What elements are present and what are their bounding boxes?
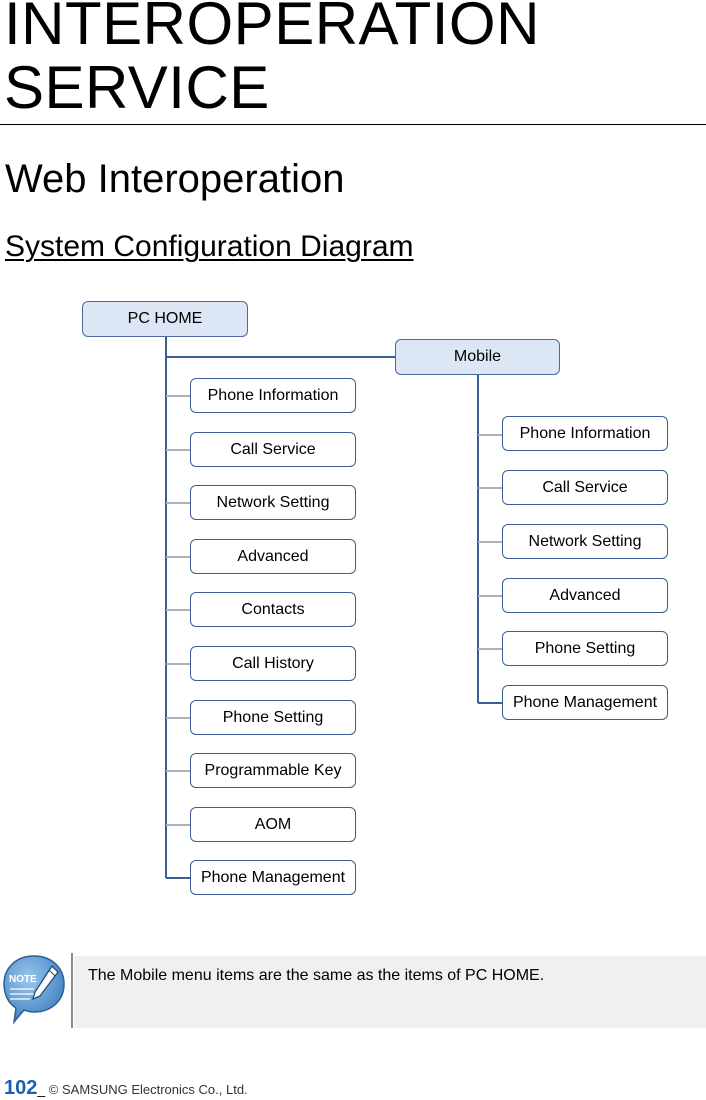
pc-home-trunk-line [165,337,167,878]
pc-item-node: AOM [190,807,356,842]
mobile-branch-2 [478,541,502,543]
pc-item-node: Advanced [190,539,356,574]
mobile-item-node: Phone Setting [502,631,668,666]
mobile-branch-1 [478,487,502,489]
pc-item-node: Contacts [190,592,356,627]
copyright-text: © SAMSUNG Electronics Co., Ltd. [48,1082,248,1097]
svg-text:NOTE: NOTE [9,974,37,985]
mobile-branch-4 [478,648,502,650]
pc-item-label: Call History [232,654,314,672]
pc-to-mobile-connector [165,356,395,358]
mobile-item-label: Advanced [549,586,621,604]
pc-item-label: Phone Information [207,386,339,404]
pc-item-label: Contacts [241,600,305,618]
note-box [74,956,706,1028]
page-number: 102 [4,1077,38,1099]
page-footer: 102_ © SAMSUNG Electronics Co., Ltd. [4,1077,248,1100]
pc-branch-8 [166,824,190,826]
pc-item-node: Phone Management [190,860,356,895]
pc-branch-3 [166,556,190,558]
pc-branch-2 [166,502,190,504]
pc-item-node: Call Service [190,432,356,467]
chapter-divider [0,124,706,125]
subsection-title: System Configuration Diagram [5,230,414,263]
note-pencil-icon: NOTE [0,950,68,1028]
pc-branch-6 [166,717,190,719]
pc-item-node: Network Setting [190,485,356,520]
mobile-branch-5 [478,702,502,704]
mobile-item-node: Call Service [502,470,668,505]
pc-branch-7 [166,770,190,772]
mobile-trunk-line [477,375,479,703]
pc-item-label: Programmable Key [204,761,342,779]
note-text: The Mobile menu items are the same as th… [88,967,545,984]
pc-branch-0 [166,395,190,397]
mobile-item-node: Network Setting [502,524,668,559]
mobile-item-label: Phone Information [519,424,651,442]
pc-item-node: Phone Information [190,378,356,413]
mobile-item-label: Phone Setting [534,639,636,657]
pc-branch-1 [166,449,190,451]
mobile-item-label: Network Setting [528,532,642,550]
mobile-branch-3 [478,595,502,597]
chapter-title-line2: SERVICE [4,54,270,121]
chapter-title: INTEROPERATION SERVICE [4,0,704,120]
pc-item-label: Advanced [237,547,309,565]
pc-item-node: Phone Setting [190,700,356,735]
mobile-branch-0 [478,434,502,436]
mobile-item-node: Phone Management [502,685,668,720]
pc-item-label: Phone Management [200,868,346,886]
mobile-item-node: Phone Information [502,416,668,451]
mobile-node-label: Mobile [453,348,502,365]
pc-branch-9 [166,877,190,879]
pc-item-node: Call History [190,646,356,681]
section-title: Web Interoperation [5,157,345,201]
pc-home-node-label: PC HOME [127,310,203,327]
pc-branch-5 [166,663,190,665]
pc-branch-4 [166,609,190,611]
mobile-item-label: Call Service [542,478,628,496]
pc-home-node: PC HOME [82,301,248,337]
chapter-title-line1: INTEROPERATION [4,0,540,57]
pc-item-label: AOM [254,815,292,833]
mobile-node: Mobile [395,339,560,375]
mobile-item-label: Phone Management [512,693,658,711]
pc-item-label: Phone Setting [222,708,324,726]
note-divider [71,953,73,1028]
page-number-separator: _ [37,1081,46,1097]
pc-item-label: Call Service [230,440,316,458]
mobile-item-node: Advanced [502,578,668,613]
pc-item-node: Programmable Key [190,753,356,788]
pc-item-label: Network Setting [216,493,330,511]
